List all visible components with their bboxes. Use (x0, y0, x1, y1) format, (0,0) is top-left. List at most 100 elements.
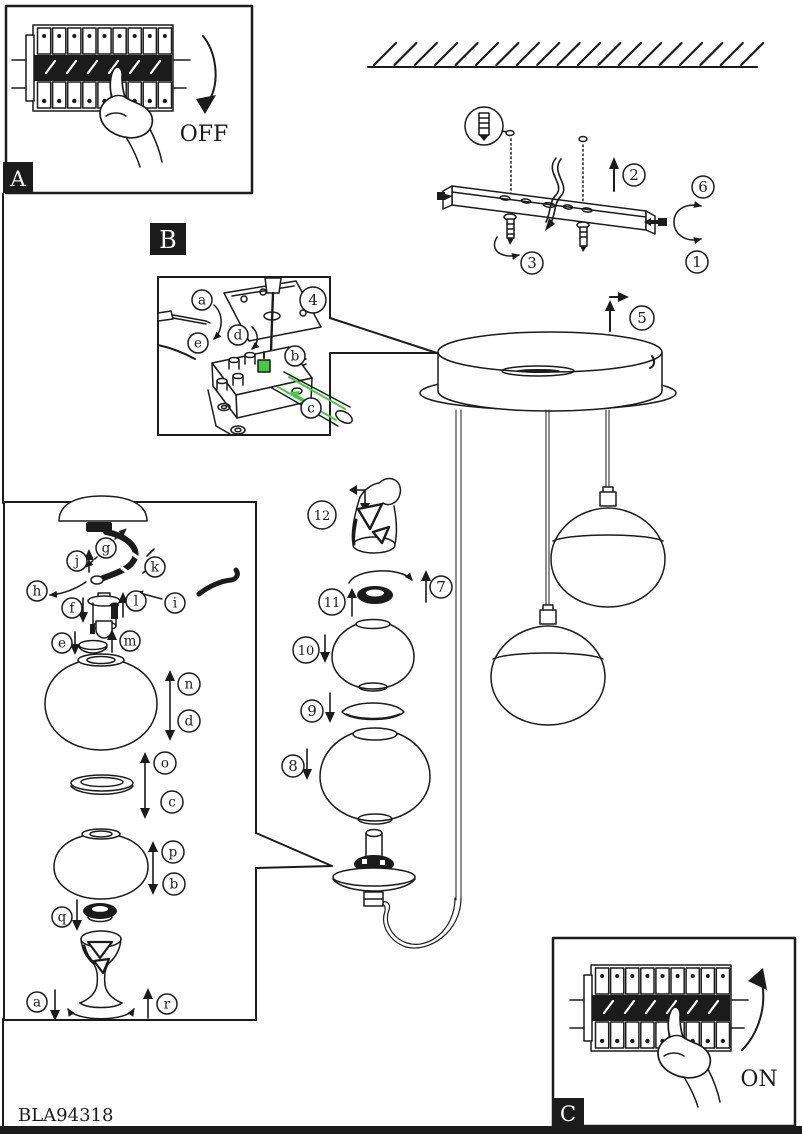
svg-text:o: o (161, 756, 169, 772)
svg-text:d: d (234, 328, 243, 344)
part-c-badge: c (160, 790, 184, 814)
outer-globe (319, 728, 431, 822)
svg-text:8: 8 (288, 757, 298, 775)
svg-text:e: e (58, 636, 66, 652)
step-12-badge: 12 (307, 500, 337, 530)
svg-text:g: g (102, 541, 111, 557)
wire-a-badge: a (191, 289, 213, 311)
part-p-badge: p (161, 840, 185, 864)
wire-stripper (157, 310, 211, 325)
panel-c: ON C (551, 936, 797, 1128)
cord-end-piece (196, 567, 240, 597)
wall-plug-detail-circle (464, 106, 504, 146)
breaker-and-hand (11, 24, 191, 168)
step-7-badge: 7 (429, 575, 453, 599)
svg-text:e: e (194, 336, 202, 352)
canopy-figure: 5 (419, 292, 677, 412)
svg-text:3: 3 (527, 254, 537, 272)
mains-cable (545, 157, 565, 231)
page-frame (0, 193, 802, 1134)
svg-text:k: k (151, 560, 160, 576)
lamp-socket-assembly (332, 828, 416, 907)
product-code: BLA94318 (18, 1105, 113, 1126)
lamp-cap (599, 491, 617, 507)
svg-text:j: j (73, 554, 79, 570)
lamp-cap (539, 609, 557, 625)
svg-text:10: 10 (298, 644, 315, 659)
svg-text:12: 12 (314, 509, 331, 524)
ceiling-hatching (367, 41, 765, 68)
svg-text:q: q (58, 910, 67, 926)
twist-cover-arrow (67, 1008, 135, 1020)
switch-off-arrow (202, 35, 217, 100)
glass-globe-right (550, 507, 666, 608)
svg-text:i: i (173, 596, 178, 612)
twist-ring-arrow (348, 570, 413, 584)
exploded-callout-box (3, 501, 333, 1021)
svg-text:h: h (33, 584, 42, 600)
svg-text:b: b (170, 877, 179, 893)
part-b-badge: b (162, 872, 186, 896)
svg-text:a: a (198, 293, 206, 309)
part-i-badge: i (164, 592, 186, 614)
svg-text:d: d (185, 714, 194, 730)
svg-text:a: a (33, 995, 41, 1011)
part-g-badge: g (95, 537, 117, 559)
part-n-badge: n (177, 672, 201, 696)
svg-text:c: c (168, 795, 176, 811)
svg-text:c: c (307, 401, 315, 417)
pointing-hand (99, 66, 163, 168)
svg-text:7: 7 (436, 578, 446, 596)
shade-exploded-figure: g j k h i f l e m (3, 495, 333, 1021)
part-a-badge: a (26, 991, 48, 1013)
part-l-badge: l (125, 590, 147, 612)
pendant-lamps (379, 409, 666, 949)
wire-e-badge: e (187, 332, 209, 354)
step-8-badge: 8 (281, 754, 305, 778)
shade-cord (98, 529, 139, 582)
svg-text:f: f (70, 601, 76, 617)
wire-b-badge: b (284, 345, 306, 367)
panel-b: B (150, 223, 186, 255)
svg-text:6: 6 (698, 178, 708, 196)
inner-globe (331, 620, 415, 690)
svg-text:b: b (291, 349, 300, 365)
svg-text:2: 2 (629, 166, 639, 184)
panel-b-label: B (159, 226, 177, 254)
wire-c-badge: c (300, 397, 322, 419)
svg-text:11: 11 (324, 596, 341, 611)
rotate-screw-arrow (493, 236, 520, 260)
step-11-badge: 11 (318, 588, 346, 616)
mounting-bracket-figure: 2 3 6 1 (437, 106, 715, 275)
supply-wire (157, 344, 196, 360)
on-caption: ON (740, 1067, 777, 1092)
panel-c-label: C (560, 1102, 576, 1126)
shade-dome (58, 495, 148, 522)
step-9-badge: 9 (300, 699, 324, 723)
detail-callout-box (157, 276, 438, 436)
svg-text:4: 4 (308, 291, 318, 309)
lower-globe (53, 833, 149, 900)
part-h-badge: h (26, 580, 48, 602)
svg-text:r: r (164, 997, 171, 1013)
diffuser-disc (341, 702, 405, 721)
off-caption: OFF (180, 122, 229, 147)
svg-text:1: 1 (692, 253, 702, 271)
part-f-badge: f (61, 597, 83, 619)
part-q-badge: q (51, 906, 73, 928)
step-6-badge: 6 (691, 175, 715, 199)
bracket-screw-right (658, 218, 667, 226)
exploded-lamp-column: 12 11 7 10 9 (281, 477, 453, 907)
part-m-badge: m (119, 630, 141, 652)
part-r-badge: r (156, 993, 178, 1015)
socket-cover-left (79, 930, 123, 1009)
cord-loop (382, 897, 456, 945)
socket-cover-part (351, 477, 402, 554)
step-5-badge: 5 (629, 305, 655, 331)
svg-text:5: 5 (637, 309, 647, 327)
step-1-badge: 1 (685, 250, 709, 274)
svg-text:m: m (124, 634, 137, 650)
step-3-badge: 3 (520, 251, 544, 275)
